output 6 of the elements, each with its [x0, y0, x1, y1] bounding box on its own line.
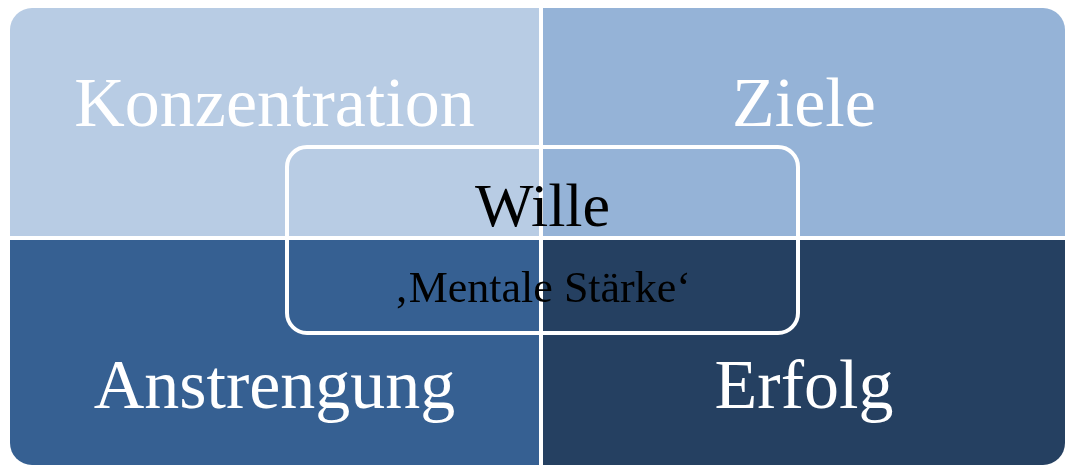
quadrant-label: Konzentration	[73, 63, 476, 143]
quadrant-label: Erfolg	[713, 345, 895, 425]
heading-text: Wille	[473, 170, 612, 241]
quadrant-label: Anstrengung	[92, 345, 457, 425]
overlay-frame	[285, 145, 800, 335]
quadrant-label: Ziele	[731, 63, 877, 143]
